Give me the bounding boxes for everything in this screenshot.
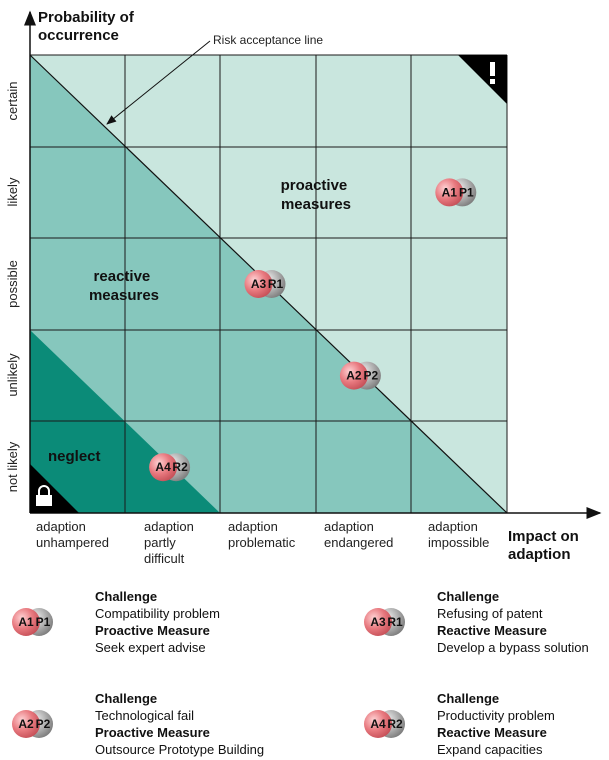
measure-id: R1 <box>387 615 403 629</box>
measure-id: R1 <box>268 277 284 291</box>
measure-id: P1 <box>36 615 51 629</box>
challenge-ball <box>435 178 464 207</box>
challenge-id: A4 <box>155 460 171 474</box>
x-tick-partly-difficult: adaption partly difficult <box>144 519 198 566</box>
legend-measure-label: Proactive Measure <box>95 725 210 740</box>
legend-measure-label: Reactive Measure <box>437 725 547 740</box>
measure-id: P1 <box>459 185 474 199</box>
challenge-ball <box>12 608 40 636</box>
grid-lines <box>30 54 508 513</box>
challenge-ball <box>364 608 392 636</box>
y-tick-certain: certain <box>5 81 20 120</box>
y-tick-possible: possible <box>5 260 20 308</box>
legend-challenge-text: Compatibility problem <box>95 606 220 621</box>
legend-challenge-text: Technological fail <box>95 708 195 723</box>
exclamation-icon <box>458 55 507 104</box>
legend-measure-label: Proactive Measure <box>95 623 210 638</box>
zone-label-neglect: neglect <box>48 448 101 465</box>
y-tick-unlikely: unlikely <box>5 353 20 397</box>
y-axis-title: Probability of occurrence <box>38 9 138 44</box>
legend-challenge-label: Challenge <box>95 589 158 604</box>
challenge-ball <box>149 453 178 482</box>
challenge-id: A1 <box>442 185 458 199</box>
legend-challenge-label: Challenge <box>437 589 500 604</box>
lock-icon <box>30 464 79 513</box>
legend-challenge-text: Productivity problem <box>437 708 555 723</box>
legend-measure-label: Reactive Measure <box>437 623 547 638</box>
measure-id: P2 <box>364 369 379 383</box>
zone-label-proactive: proactive measures <box>281 177 352 213</box>
x-tick-unhampered: adaption unhampered <box>36 519 109 550</box>
legend-measure-text: Develop a bypass solution <box>437 640 589 655</box>
legend-item-a3r1: Challenge Refusing of patent Reactive Me… <box>437 588 609 656</box>
challenge-ball <box>244 270 273 298</box>
legend-item-a2p2: Challenge Technological fail Proactive M… <box>95 690 355 758</box>
challenge-id: A2 <box>346 369 362 383</box>
challenge-id: A2 <box>18 717 34 731</box>
legend-measure-text: Seek expert advise <box>95 640 206 655</box>
challenge-id: A3 <box>370 615 386 629</box>
x-tick-endangered: adaption endangered <box>324 519 393 550</box>
measure-id: R2 <box>387 717 403 731</box>
y-axis-title-line-2: occurrence <box>38 27 119 44</box>
legend-item-a1p1: Challenge Compatibility problem Proactiv… <box>95 588 355 656</box>
challenge-ball <box>339 361 368 390</box>
challenge-id: A1 <box>18 615 34 629</box>
x-axis-title-line-2: adaption <box>508 546 571 563</box>
y-tick-not-likely: not likely <box>5 441 20 492</box>
y-tick-likely: likely <box>5 177 20 206</box>
challenge-id: A4 <box>370 717 386 731</box>
challenge-ball <box>12 710 40 738</box>
legend-challenge-label: Challenge <box>437 691 500 706</box>
measure-id: R2 <box>172 460 188 474</box>
challenge-ball <box>364 710 392 738</box>
x-axis-title-line-1: Impact on <box>508 528 579 545</box>
legend-challenge-label: Challenge <box>95 691 158 706</box>
legend-measure-text: Expand capacities <box>437 742 543 757</box>
y-axis-title-line-1: Probability of <box>38 9 135 26</box>
legend-challenge-text: Refusing of patent <box>437 606 543 621</box>
x-tick-impossible: adaption impossible <box>428 519 489 550</box>
x-axis-title: Impact on adaption <box>508 528 583 563</box>
risk-line-label: Risk acceptance line <box>213 33 323 47</box>
x-tick-problematic: adaption problematic <box>228 519 296 550</box>
risk-line-pointer <box>106 40 211 125</box>
challenge-id: A3 <box>251 277 267 291</box>
legend-measure-text: Outsource Prototype Building <box>95 742 265 757</box>
measure-id: P2 <box>36 717 51 731</box>
zone-label-reactive: reactive measures <box>89 268 159 304</box>
legend-item-a4r2: Challenge Productivity problem Reactive … <box>437 690 609 758</box>
